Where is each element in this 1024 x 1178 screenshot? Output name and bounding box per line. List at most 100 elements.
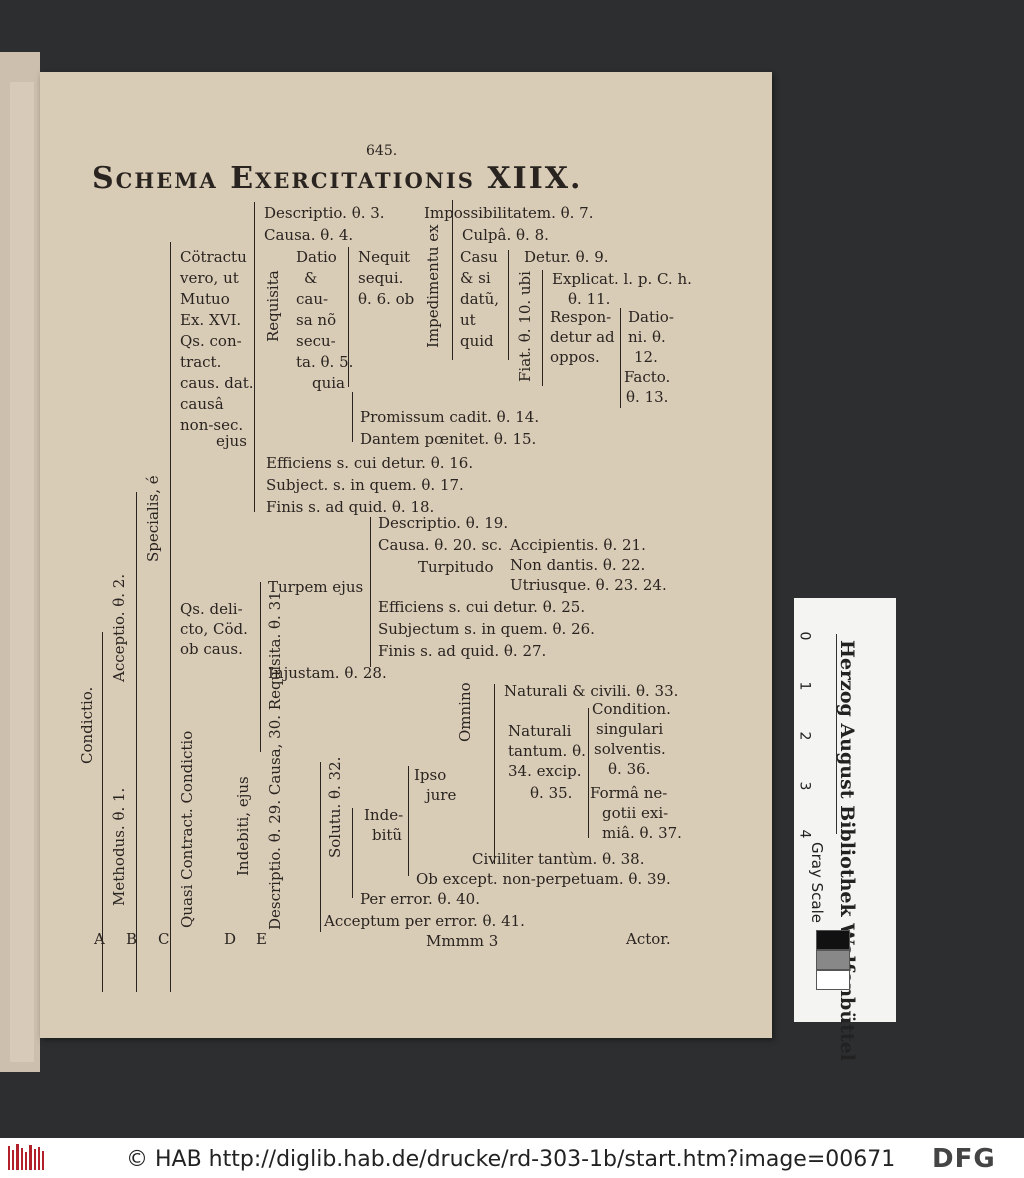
item-causa-4: Causa. θ. 4. — [264, 228, 353, 243]
item-qs-2: cto, Cöd. — [180, 622, 248, 637]
bracket-impedimentum — [452, 200, 453, 360]
item-dantem: Dantem pœnitet. θ. 15. — [360, 432, 536, 447]
item-ipso-2: jure — [426, 788, 456, 803]
datio-line: & — [304, 271, 317, 286]
item-condition-1: Condition. — [592, 702, 671, 717]
datio-line: cau- — [296, 292, 328, 307]
item-finis-27: Finis s. ad quid. θ. 27. — [378, 644, 546, 659]
item-datio-ni-2: ni. θ. — [628, 330, 666, 345]
item-naturali-2: tantum. θ. — [508, 744, 586, 759]
contractu-line: ejus — [216, 434, 247, 449]
label-solutu: Solutu. θ. 32. — [328, 757, 343, 858]
dfg-logo: DFG — [932, 1144, 996, 1174]
letter-b: B — [126, 932, 137, 947]
casu-line: datũ, — [460, 292, 499, 307]
label-quasi-contract: Quasi Contract. Condictio — [180, 731, 195, 928]
nequit-line: θ. 6. ob — [358, 292, 414, 307]
item-accipientis: Accipientis. θ. 21. — [510, 538, 646, 553]
label-methodus: Methodus. θ. 1. — [112, 788, 127, 906]
gray-scale-label: Gray Scale — [808, 842, 826, 923]
catchword: Actor. — [626, 932, 671, 947]
item-forma-1: Formâ ne- — [590, 786, 667, 801]
casu-line: & si — [460, 271, 491, 286]
item-indebitu-2: bitũ — [372, 828, 402, 843]
bracket-c — [170, 242, 171, 992]
ruler-line — [836, 634, 837, 834]
item-subjectum-26: Subjectum s. in quem. θ. 26. — [378, 622, 595, 637]
letter-e: E — [256, 932, 267, 947]
item-naturali-1: Naturali — [508, 724, 571, 739]
item-theta-11: θ. 11. — [568, 292, 610, 307]
nequit-line: sequi. — [358, 271, 403, 286]
gray-swatch-black — [816, 930, 850, 950]
item-ipso-1: Ipso — [414, 768, 446, 783]
bracket-b — [136, 492, 137, 992]
book-page: 645. Schema Exercitationis XIIX. Condict… — [40, 72, 772, 1038]
item-naturali-civili: Naturali & civili. θ. 33. — [504, 684, 678, 699]
ruler-number: 1 — [796, 682, 812, 691]
bracket-indebitu — [352, 808, 353, 898]
letter-a: A — [94, 932, 105, 947]
datio-line: ta. θ. 5. — [296, 355, 353, 370]
signature-mark: Mmmm 3 — [426, 934, 498, 949]
item-forma-2: gotii exi- — [602, 806, 668, 821]
footer-bar: © HAB http://diglib.hab.de/drucke/rd-303… — [0, 1138, 1024, 1178]
label-requisita: Requisita — [266, 270, 281, 342]
gray-swatch-mid — [816, 950, 850, 970]
bracket-middle — [370, 517, 371, 667]
label-descriptio-causa: Descriptio. θ. 29. Causa, 30. Requisita.… — [268, 591, 283, 930]
label-acceptio: Acceptio. θ. 2. — [112, 574, 127, 682]
bracket-turpem — [260, 582, 261, 752]
item-explicat: Explicat. l. p. C. h. — [552, 272, 692, 287]
item-condition-2: singulari — [596, 722, 663, 737]
bracket-ipso — [408, 766, 409, 876]
item-causa-20: Causa. θ. 20. sc. — [378, 538, 502, 553]
title-part-b: Exercitationis — [230, 161, 475, 196]
contractu-line: vero, ut — [180, 271, 239, 286]
item-subject-17: Subject. s. in quem. θ. 17. — [266, 478, 464, 493]
item-detur: Detur. θ. 9. — [524, 250, 609, 265]
item-promissum: Promissum cadit. θ. 14. — [360, 410, 539, 425]
bracket-explicat — [542, 270, 543, 386]
label-omnino: Omnino — [458, 682, 473, 742]
contractu-line: Cötractu — [180, 250, 247, 265]
item-indebitu-1: Inde- — [364, 808, 403, 823]
contractu-line: non-sec. — [180, 418, 243, 433]
contractu-line: Ex. XVI. — [180, 313, 241, 328]
page-number: 645. — [366, 144, 397, 158]
item-datio-ni-1: Datio- — [628, 310, 674, 325]
item-facto-1: Facto. — [624, 370, 670, 385]
label-indebiti: Indebiti, ejus — [236, 776, 251, 876]
letter-d: D — [224, 932, 236, 947]
label-specialis: Specialis, é — [146, 475, 161, 562]
item-datio-ni-3: 12. — [634, 350, 658, 365]
item-respondetur-2: detur ad — [550, 330, 615, 345]
contractu-line: causâ — [180, 397, 224, 412]
item-turpitudo: Turpitudo — [418, 560, 494, 575]
gray-swatch-white — [816, 970, 850, 990]
item-descriptio-3: Descriptio. θ. 3. — [264, 206, 385, 221]
item-respondetur-1: Respon- — [550, 310, 611, 325]
ruler-number: 2 — [796, 732, 812, 741]
item-condition-4: θ. 36. — [608, 762, 650, 777]
bracket-main-top — [254, 202, 255, 512]
item-efficiens-25: Efficiens s. cui detur. θ. 25. — [378, 600, 585, 615]
footer-credit-link[interactable]: © HAB http://diglib.hab.de/drucke/rd-303… — [126, 1147, 895, 1172]
label-impedimentu: Impedimentu ex — [426, 224, 441, 348]
page-title: Schema Exercitationis XIIX. — [92, 164, 582, 194]
bracket-solutu — [320, 762, 321, 932]
contractu-line: Qs. con- — [180, 334, 242, 349]
hab-barcode-icon — [6, 1142, 48, 1174]
item-injustam: Injustam. θ. 28. — [268, 666, 387, 681]
letter-c: C — [158, 932, 169, 947]
item-per-error: Per error. θ. 40. — [360, 892, 480, 907]
item-impossibilitatem: Impossibilitatem. θ. 7. — [424, 206, 593, 221]
bracket-condition — [588, 708, 589, 838]
datio-line: secu- — [296, 334, 336, 349]
item-culpa: Culpâ. θ. 8. — [462, 228, 549, 243]
datio-line: quia — [312, 376, 345, 391]
label-condictio: Condictio. — [80, 687, 95, 764]
item-utriusque: Utriusque. θ. 23. 24. — [510, 578, 667, 593]
datio-line: Datio — [296, 250, 337, 265]
label-fiat: Fiat. θ. 10. ubi — [518, 271, 533, 382]
